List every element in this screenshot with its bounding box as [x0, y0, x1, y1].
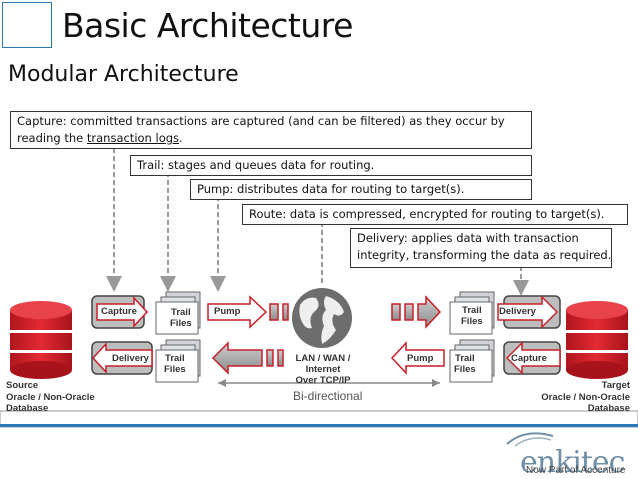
delivery-node-source [91, 341, 153, 375]
capture-note-line2: reading the transaction logs. [17, 131, 183, 145]
bidirectional-arrow [218, 379, 440, 387]
bidirectional-label: Bi-directional [293, 389, 363, 403]
route-arrow-inbound-left [211, 341, 284, 375]
delivery-note-line2: integrity, transforming the data as requ… [357, 248, 612, 262]
delivery-note: Delivery: applies data with transaction … [350, 228, 612, 268]
capture-note: Capture: committed transactions are capt… [10, 111, 532, 149]
pump-arrow-source [207, 295, 268, 329]
pump-arrow-target [390, 341, 445, 375]
trail-files-source-bottom [155, 339, 201, 383]
trail-note: Trail: stages and queues data for routin… [130, 155, 532, 176]
pump-label-target: Pump [407, 353, 434, 364]
capture-label-source: Capture [101, 306, 137, 317]
capture-node-target [503, 341, 561, 375]
target-database [566, 301, 628, 379]
footer-rule [0, 424, 638, 427]
transaction-logs-link: transaction logs [86, 131, 180, 145]
source-database [10, 301, 72, 379]
logo-box [2, 2, 52, 48]
globe-icon [292, 288, 352, 348]
page-subtitle: Modular Architecture [8, 62, 239, 87]
capture-note-line1: Capture: committed transactions are capt… [17, 114, 505, 128]
capture-label-target: Capture [511, 353, 547, 364]
delivery-note-line1: Delivery: applies data with transaction [357, 231, 579, 245]
pump-label-source: Pump [214, 306, 241, 317]
trail-files-target-bottom [449, 339, 495, 383]
delivery-label-target: Delivery [499, 306, 536, 317]
delivery-label-source: Delivery [112, 353, 149, 364]
route-dashes-outbound [269, 303, 289, 321]
brand-tagline: Now Part of Accenture [526, 465, 626, 476]
capture-node-source [91, 295, 149, 329]
trail-files-target-top [449, 291, 495, 335]
route-dashes-right-top [391, 295, 442, 329]
brand-logo: enkitec [520, 445, 625, 479]
trail-files-source-top [155, 291, 201, 335]
delivery-node-target [497, 295, 561, 329]
route-note: Route: data is compressed, encrypted for… [242, 204, 628, 225]
brand-swoosh-icon [506, 432, 554, 447]
page-title: Basic Architecture [62, 6, 353, 45]
pump-note: Pump: distributes data for routing to ta… [190, 179, 532, 200]
